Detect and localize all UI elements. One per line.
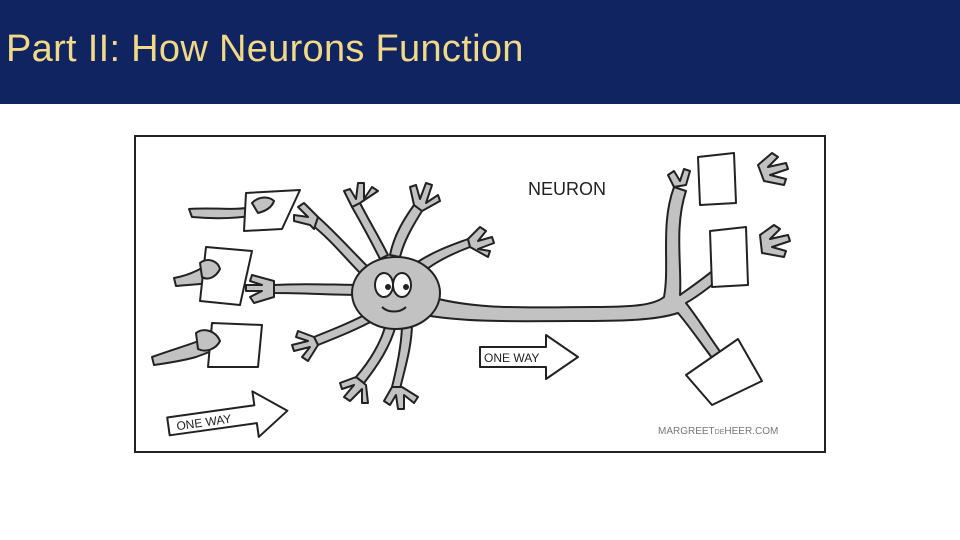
arrow-left-group: ONE WAY [166, 390, 289, 438]
arrow-left [166, 390, 289, 438]
mouth [381, 306, 407, 313]
credit-left: MARGREET [658, 426, 715, 437]
left-hand-3 [195, 329, 221, 352]
right-hands-group [685, 152, 791, 406]
slide-title: Part II: How Neurons Function [6, 28, 524, 70]
left-hand-2 [199, 259, 221, 280]
neuron-group [245, 168, 741, 410]
left-eye [374, 272, 394, 298]
credit: MARGREETDEHEER.COM [658, 426, 778, 437]
paper-3 [207, 322, 263, 368]
neuron-cartoon: NEURON ONE WAY ONE WAY MARGREETDEHEER.CO… [134, 135, 826, 453]
credit-mid: DE [715, 429, 725, 436]
dendrite-hand-upper-left [293, 202, 319, 230]
dendrite-hand-lower-left [291, 330, 319, 362]
right-eye [392, 272, 412, 298]
right-hand-1 [757, 152, 789, 186]
arrow-right [479, 334, 579, 380]
label-neuron: NEURON [528, 179, 606, 199]
left-hand-1 [251, 196, 275, 214]
dendrite-hand-bottom-right [383, 386, 419, 410]
right-hand-2 [759, 224, 791, 258]
right-pupil [403, 284, 409, 290]
dendrite-hand-upper-small [343, 182, 379, 208]
axon-hand-top [667, 168, 691, 188]
dendrite-hand-upper-right [467, 226, 495, 258]
dendrite-hand-top [409, 182, 441, 212]
dendrite-hand-left [245, 274, 275, 304]
left-pupil [385, 284, 391, 290]
arrow-right-text: ONE WAY [484, 351, 539, 365]
dendrite-hand-bottom [339, 376, 369, 404]
paper-right-1 [697, 152, 737, 206]
credit-right: HEER.COM [724, 426, 778, 437]
left-hands-group [151, 189, 301, 368]
arrow-right-group: ONE WAY [479, 334, 579, 380]
paper-right-2 [709, 226, 749, 288]
title-bar: Part II: How Neurons Function [0, 0, 960, 104]
paper-right-3 [685, 338, 763, 406]
